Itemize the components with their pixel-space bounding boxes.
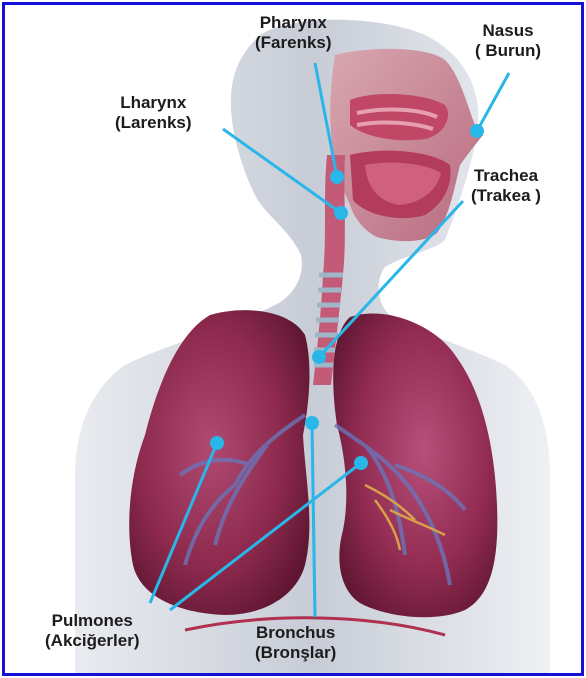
label-trachea-turkish: (Trakea ): [471, 186, 541, 206]
label-nasus-latin: Nasus: [475, 21, 541, 41]
label-pharynx-latin: Pharynx: [255, 13, 332, 33]
label-trachea: Trachea (Trakea ): [471, 166, 541, 206]
label-bronchus: Bronchus (Bronşlar): [255, 623, 336, 663]
dot-pulmones-right: [354, 456, 368, 470]
dot-trachea: [312, 350, 326, 364]
dot-bronchus: [305, 416, 319, 430]
dot-nasus: [470, 124, 484, 138]
label-pulmones: Pulmones (Akciğerler): [45, 611, 139, 651]
label-lharynx: Lharynx (Larenks): [115, 93, 192, 133]
dot-pharynx: [330, 170, 344, 184]
label-nasus-turkish: ( Burun): [475, 41, 541, 61]
label-nasus: Nasus ( Burun): [475, 21, 541, 61]
label-pulmones-turkish: (Akciğerler): [45, 631, 139, 651]
respiratory-system-illustration: [5, 5, 581, 673]
dot-lharynx: [334, 206, 348, 220]
label-lharynx-latin: Lharynx: [115, 93, 192, 113]
label-trachea-latin: Trachea: [471, 166, 541, 186]
label-bronchus-latin: Bronchus: [255, 623, 336, 643]
label-pharynx: Pharynx (Farenks): [255, 13, 332, 53]
pointer-nasus: [477, 73, 509, 131]
label-lharynx-turkish: (Larenks): [115, 113, 192, 133]
dot-pulmones-left: [210, 436, 224, 450]
label-pharynx-turkish: (Farenks): [255, 33, 332, 53]
label-bronchus-turkish: (Bronşlar): [255, 643, 336, 663]
label-pulmones-latin: Pulmones: [45, 611, 139, 631]
